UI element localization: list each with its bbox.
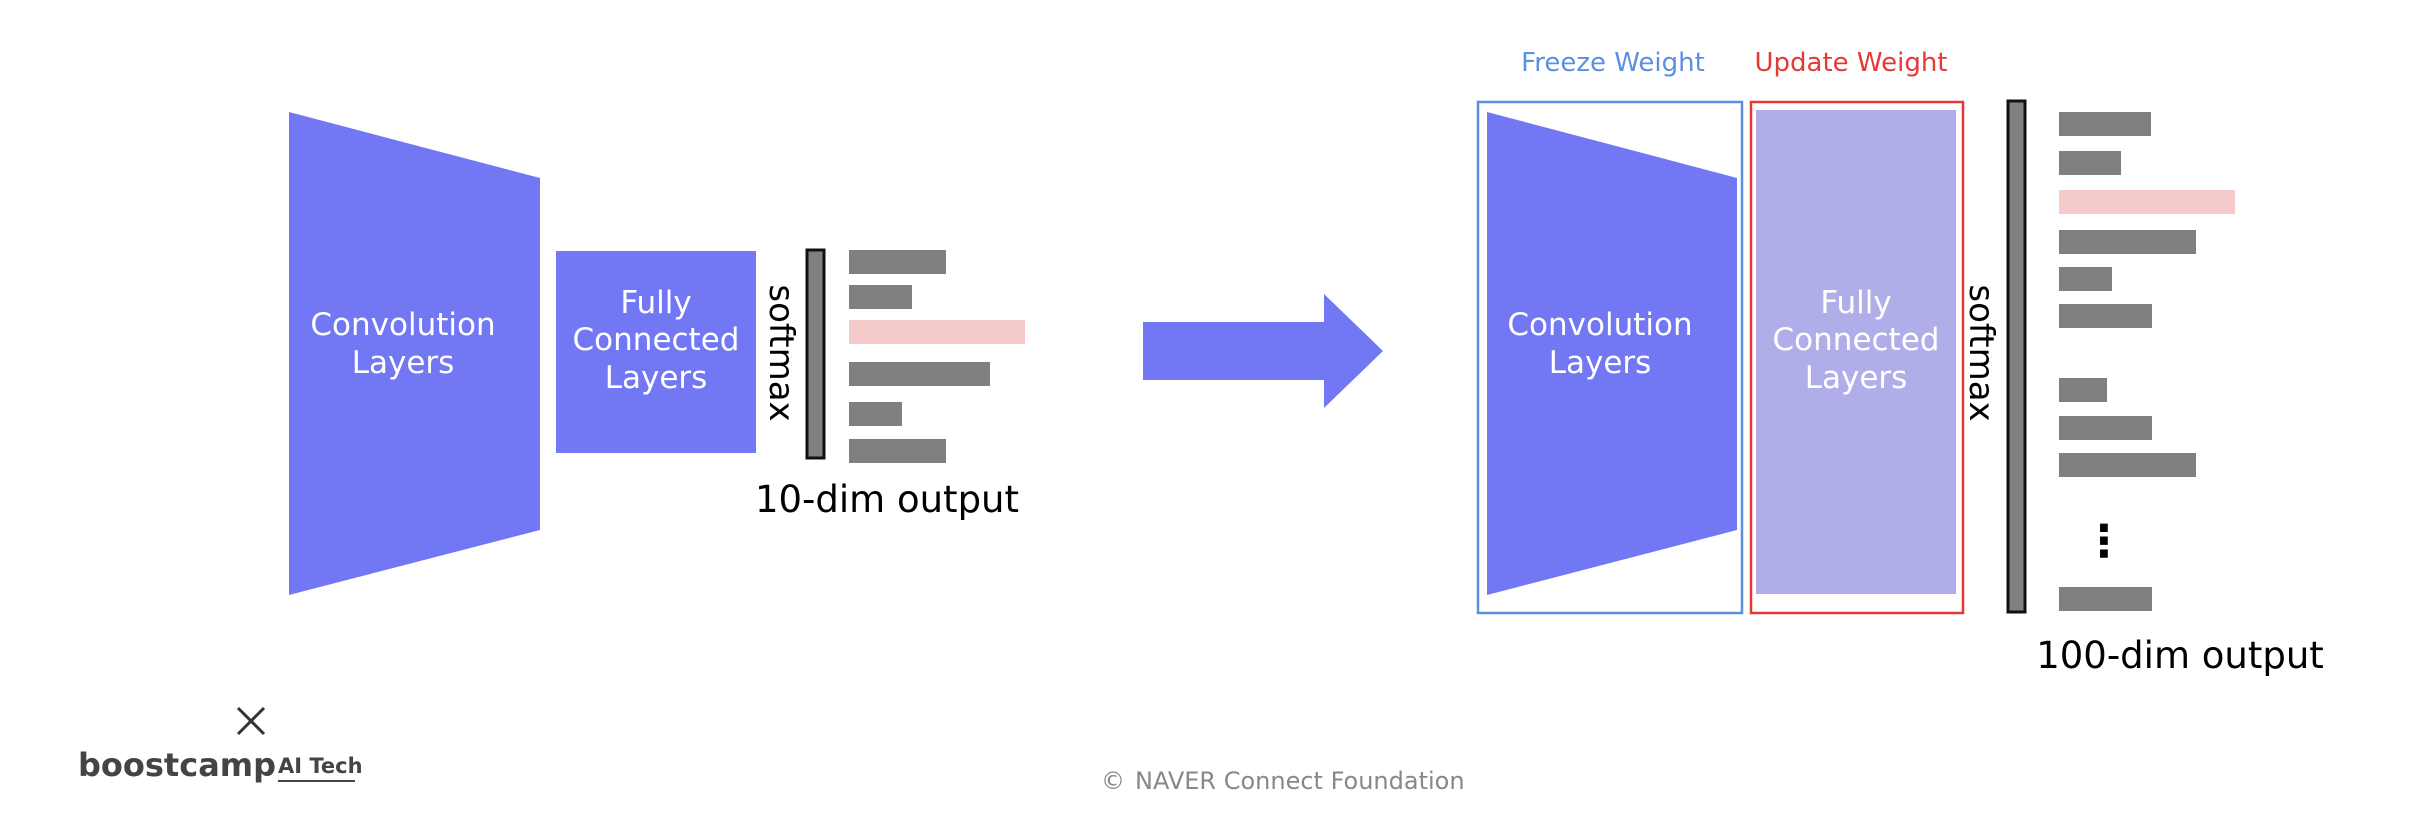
output-ellipsis: ⋮ [2082,516,2126,567]
right-output-bar [2059,416,2152,440]
right-output-bars [2059,112,2235,611]
left-fc-block [556,251,756,453]
right-softmax-bar [2006,99,2027,614]
right-conv-label-line2: Layers [1549,345,1652,381]
right-fc-block [1756,110,1956,594]
right-conv-block [1487,112,1737,595]
left-softmax-bar [805,248,826,460]
right-output-bar [2059,587,2152,611]
right-output-bar [2059,378,2107,402]
right-fc-label-line3: Layers [1805,360,1908,396]
copyright-symbol: © [1101,767,1125,795]
freeze-weight-frame [1476,100,1744,615]
freeze-weight-label: Freeze Weight [1521,48,1705,78]
left-output-bar [849,320,1025,344]
update-weight-label: Update Weight [1754,48,1947,78]
left-output-bar [849,439,946,463]
left-fc-label-line3: Layers [605,360,708,396]
left-softmax-label: softmax [761,284,801,421]
right-output-label: 100-dim output [2036,634,2324,677]
brand-logo-text: boostcamp [78,746,276,784]
left-output-bar [849,402,902,426]
right-output-bar [2059,267,2112,291]
left-conv-label-line2: Layers [352,345,455,381]
right-fc-label-line1: Fully [1820,285,1891,321]
left-fc-label-line2: Connected [573,322,740,358]
right-output-bar [2059,453,2196,477]
left-conv-block [289,112,540,595]
right-output-bar [2059,230,2196,254]
transition-arrow [1143,294,1383,408]
left-output-bar [849,285,912,309]
left-output-bars [849,250,1025,463]
left-output-bar [849,362,990,386]
left-output-bar [849,250,946,274]
left-output-label: 10-dim output [755,478,1019,521]
right-softmax-label: softmax [1961,284,2001,421]
right-output-bar [2059,190,2235,214]
right-output-bar [2059,151,2121,175]
right-conv-label-line1: Convolution [1507,307,1692,343]
left-conv-label-line1: Convolution [310,307,495,343]
brand-sub-text: AI Tech [278,754,363,778]
copyright-text: NAVER Connect Foundation [1135,767,1465,795]
left-model: Convolution Layers Fully Connected Layer… [289,112,1025,595]
right-model: Freeze Weight Update Weight Convolution … [1476,48,2324,677]
footer: boostcamp AI Tech © NAVER Connect Founda… [78,706,1465,795]
update-weight-frame [1749,100,1965,615]
right-output-bar [2059,304,2152,328]
right-output-bar [2059,112,2151,136]
right-fc-label-line2: Connected [1773,322,1940,358]
x-mark-icon [236,706,266,736]
left-fc-label-line1: Fully [620,285,691,321]
